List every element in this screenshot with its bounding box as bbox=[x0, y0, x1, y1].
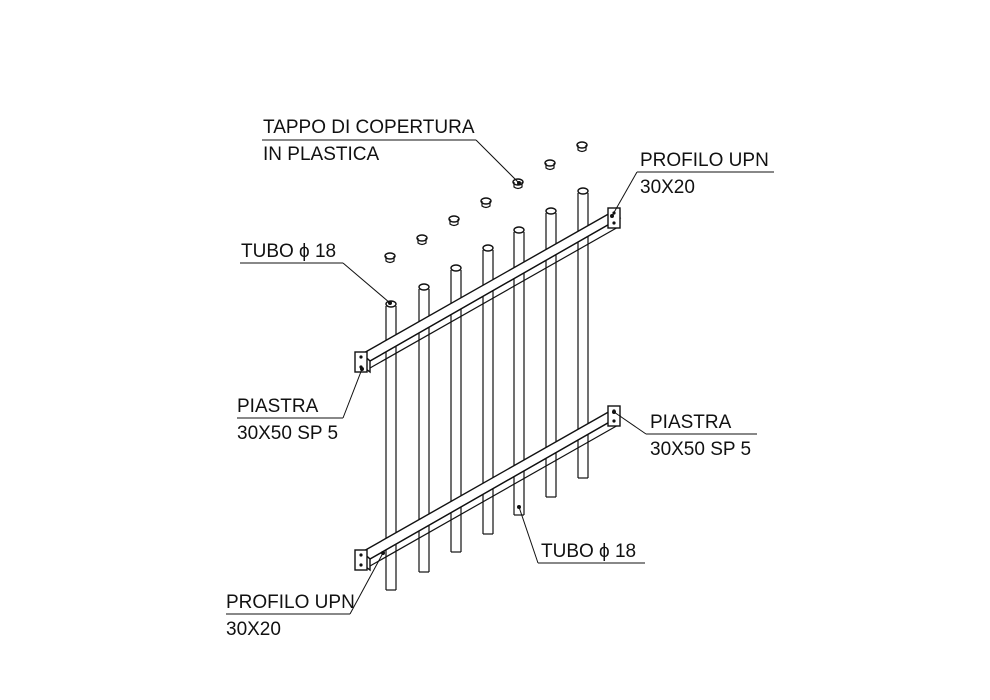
cap-1 bbox=[384, 252, 396, 264]
plate-left-label-line2: 30X50 SP 5 bbox=[237, 423, 338, 444]
tube-bottom-label: TUBO ϕ 18 bbox=[541, 541, 636, 562]
cap-4 bbox=[480, 197, 492, 209]
cap-label-line2: IN PLASTICA bbox=[263, 144, 379, 165]
cap-2 bbox=[416, 234, 428, 246]
upn-top-label-line2: 30X20 bbox=[640, 177, 695, 198]
upn-bottom-label-line2: 30X20 bbox=[226, 619, 281, 640]
upn-bottom-label-line1: PROFILO UPN bbox=[226, 592, 355, 613]
plate-top-right bbox=[607, 207, 621, 229]
plate-left-label-line1: PIASTRA bbox=[237, 396, 319, 417]
cap-3 bbox=[448, 215, 460, 227]
cap-label-line1: TAPPO DI COPERTURA bbox=[263, 117, 475, 138]
tube-top-label: TUBO ϕ 18 bbox=[241, 241, 336, 262]
labels: TAPPO DI COPERTURA IN PLASTICA PROFILO U… bbox=[226, 117, 769, 640]
plate-bottom-left bbox=[354, 549, 368, 571]
upn-top-label-line1: PROFILO UPN bbox=[640, 150, 769, 171]
plate-right-label-line1: PIASTRA bbox=[650, 412, 732, 433]
cap-7 bbox=[576, 141, 588, 153]
upn-profile-top bbox=[354, 207, 622, 374]
leader-lines bbox=[226, 139, 774, 615]
plate-bottom-right bbox=[607, 405, 621, 427]
plate-right-label-line2: 30X50 SP 5 bbox=[650, 439, 751, 460]
cap-6 bbox=[544, 159, 556, 171]
